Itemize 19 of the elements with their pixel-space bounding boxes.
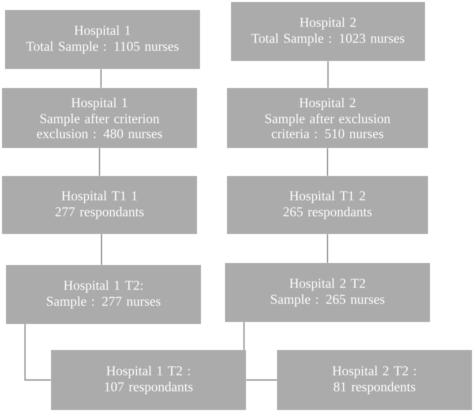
connector-line: [100, 69, 102, 88]
process-box: Hospital 1 Total Sample : 1105 nurses: [5, 10, 200, 69]
process-box: Hospital 2 T2 Sample : 265 nurses: [225, 262, 430, 322]
process-box: Hospital 2 Total Sample : 1023 nurses: [231, 2, 425, 61]
process-box: Hospital 1 T2: Sample : 277 nurses: [6, 264, 201, 324]
connector-line: [243, 322, 245, 350]
connector-line: [326, 234, 328, 263]
process-box: Hospital T1 2 265 respondants: [227, 176, 428, 234]
process-box: Hospital 1 T2 : 107 respondants: [51, 350, 246, 410]
connector-line: [246, 379, 277, 381]
connector-line: [327, 61, 329, 88]
connector-line: [100, 234, 102, 265]
process-box: Hospital 2 Sample after exclusion criteria : 510 nurses: [227, 88, 428, 148]
process-box: Hospital 2 T2 : 81 respondents: [277, 350, 472, 410]
connector-line: [24, 324, 51, 381]
connector-line: [98, 148, 100, 176]
connector-line: [326, 148, 328, 176]
process-box: Hospital 1 Sample after criterion exclusion : 480 nurses: [2, 88, 197, 148]
process-box: Hospital T1 1 277 respondants: [2, 176, 197, 234]
